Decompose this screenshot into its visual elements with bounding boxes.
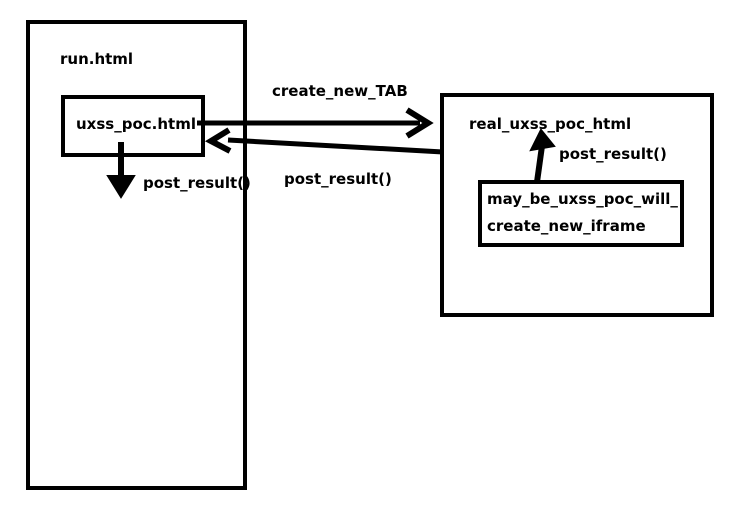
arrow-post-result-back (204, 127, 444, 155)
uxss-poc-html-box (61, 95, 205, 157)
arrow-post-result-down (106, 142, 136, 199)
arrow-create-new-tab (197, 107, 434, 139)
post-result-back-label: post_result() (284, 170, 392, 188)
create-new-tab-label: create_new_TAB (272, 82, 408, 100)
real-uxss-poc-html-label: real_uxss_poc_html (469, 115, 632, 133)
run-html-window-box (26, 20, 247, 490)
arrow-post-result-up (529, 128, 556, 183)
new-tab-window-box (440, 93, 714, 317)
post-result-down-label: post_result() (143, 174, 251, 192)
run-html-label: run.html (60, 50, 134, 68)
iframe-node-label-line1: may_be_uxss_poc_will_ (487, 190, 678, 208)
iframe-node-box (478, 180, 684, 247)
iframe-node-label-line2: create_new_iframe (487, 217, 646, 235)
post-result-up-label: post_result() (559, 145, 667, 163)
uxss-poc-html-label: uxss_poc.html (76, 115, 196, 133)
